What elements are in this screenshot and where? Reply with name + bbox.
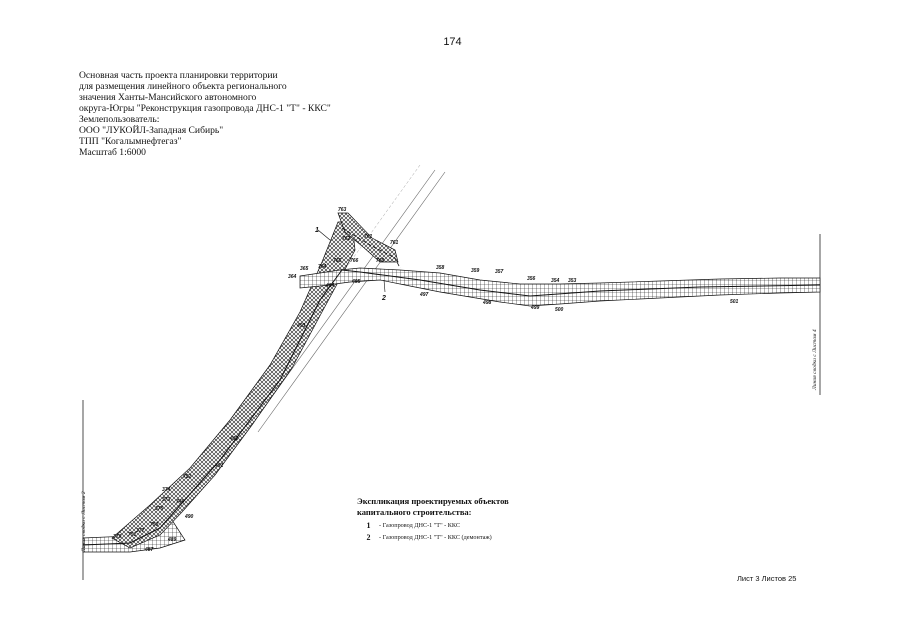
- point-label: 499: [530, 305, 540, 311]
- point-label: 353: [568, 278, 577, 284]
- point-label: 749: [176, 499, 185, 505]
- point-label: 495: [351, 279, 361, 285]
- road-edge: [257, 171, 446, 433]
- land-user-label: Землепользователь:: [79, 114, 160, 125]
- point-label: 379: [113, 534, 122, 540]
- point-label: 487: [144, 547, 154, 553]
- point-label: 357: [495, 269, 504, 275]
- marker-2-leader: [383, 279, 386, 293]
- point-label: 750: [150, 522, 159, 528]
- corridor-right-segment: [299, 267, 821, 307]
- pipeline-2-line: [341, 227, 401, 269]
- corridor-diagonal: [111, 221, 356, 549]
- point-label: 359: [471, 268, 480, 274]
- match-line-right-label: Линия сводки с Листом 4: [812, 329, 818, 390]
- scale-label: Масштаб 1:6000: [79, 147, 146, 158]
- title-line: округа-Югры "Реконструкция газопровода Д…: [79, 103, 331, 114]
- marker-1-leader: [317, 229, 331, 241]
- point-label: 501: [730, 299, 739, 305]
- point-label: 373: [162, 497, 171, 503]
- point-label: 375: [155, 506, 164, 512]
- point-label: 764: [318, 264, 327, 270]
- point-label: 761: [364, 234, 373, 240]
- legend-item-text: - Газопровод ДНС-1 "Т" - ККС (демонтаж): [379, 534, 492, 541]
- pipeline-1-line: [82, 269, 821, 546]
- point-label: 751: [128, 532, 137, 538]
- point-label: 765: [333, 258, 342, 264]
- point-label: 760: [376, 258, 385, 264]
- point-label: 377: [136, 528, 145, 534]
- point-label: 497: [419, 292, 429, 298]
- point-label: 365: [300, 266, 309, 272]
- title-line: для размещения линейного объекта региона…: [79, 81, 287, 92]
- legend-title: Экспликация проектируемых объектов: [357, 496, 509, 506]
- match-line-left-label: Линия сводки с Листом 2: [81, 491, 87, 552]
- title-line: Основная часть проекта планировки террит…: [79, 70, 278, 81]
- point-label: 494: [325, 283, 335, 289]
- point-label: 490: [184, 514, 194, 520]
- point-label: 364: [288, 274, 297, 280]
- land-user-division: ТПП "Когалымнефтегаз": [79, 136, 182, 147]
- point-label: 358: [436, 265, 445, 271]
- point-label: 752: [183, 474, 192, 480]
- title-line: значения Ханты-Мансийского автономного: [79, 92, 257, 103]
- point-label: 1: [315, 227, 319, 234]
- legend: Экспликация проектируемых объектов капит…: [357, 496, 509, 542]
- point-label: 2: [381, 295, 386, 302]
- legend-subtitle: капитального строительства:: [357, 507, 472, 517]
- legend-item-text: - Газопровод ДНС-1 "Т" - ККС: [379, 522, 460, 529]
- legend-marker: 2: [366, 533, 371, 542]
- point-label: 763: [338, 207, 347, 213]
- title-block: Основная часть проекта планировки террит…: [79, 70, 331, 158]
- point-label: 489: [167, 537, 177, 543]
- page-number: 174: [443, 36, 462, 48]
- point-label: 498: [482, 300, 492, 306]
- point-label: 493: [296, 323, 306, 329]
- legend-marker: 1: [366, 521, 371, 530]
- corridor-peak: [337, 212, 399, 263]
- point-label: 356: [527, 276, 536, 282]
- land-user-company: ООО "ЛУКОЙЛ-Западная Сибирь": [79, 125, 224, 136]
- point-label: 374: [162, 487, 171, 493]
- point-label: 766: [350, 258, 359, 264]
- point-label: 762: [342, 236, 351, 242]
- point-label: 492: [229, 436, 239, 442]
- point-label: 354: [551, 278, 560, 284]
- point-label: 500: [555, 307, 564, 313]
- legend-item: 1 - Газопровод ДНС-1 "Т" - ККС: [357, 521, 509, 530]
- sheet-number: Лист 3 Листов 25: [737, 574, 797, 583]
- point-label: 491: [214, 463, 224, 469]
- legend-item: 2 - Газопровод ДНС-1 "Т" - ККС (демонтаж…: [357, 533, 509, 542]
- point-label: 761: [390, 240, 399, 246]
